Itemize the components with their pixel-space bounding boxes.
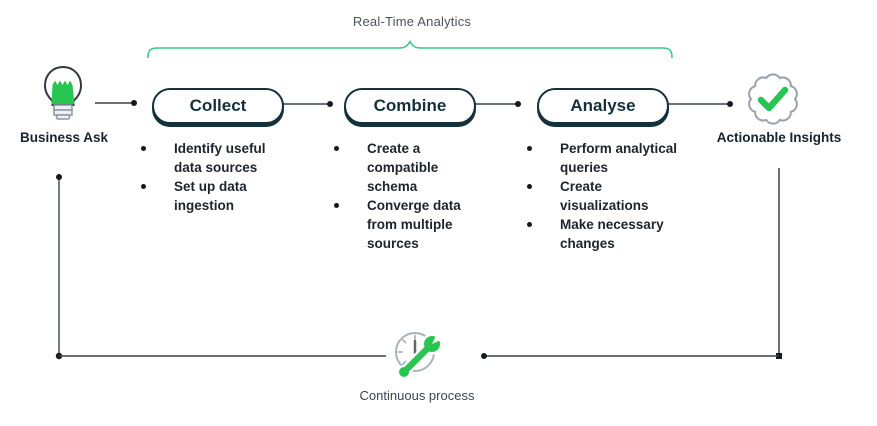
lightbulb-icon xyxy=(43,65,83,120)
verified-badge-icon xyxy=(748,73,798,125)
clock-wrench-icon xyxy=(395,329,447,379)
list-item-text: Create visualizations xyxy=(560,179,649,213)
list-item: Perform analytical queries xyxy=(527,139,692,177)
bullet-dot xyxy=(527,146,532,151)
list-item-text: Identify useful data sources xyxy=(174,141,266,175)
stage-pill-collect: Collect xyxy=(152,88,284,124)
brace xyxy=(147,39,673,59)
stage-pill-analyse: Analyse xyxy=(537,88,669,124)
list-item-text: Perform analytical queries xyxy=(560,141,678,175)
bullet-dot xyxy=(527,222,532,227)
list-item: Make necessary changes xyxy=(527,215,692,253)
continuous-process-label: Continuous process xyxy=(359,388,475,403)
combine-task-list: Create a compatible schema Converge data… xyxy=(334,139,473,253)
list-item-text: Set up data ingestion xyxy=(174,179,247,213)
bullet-dot xyxy=(141,184,146,189)
bullet-dot xyxy=(334,203,339,208)
list-item: Set up data ingestion xyxy=(141,177,286,215)
list-item: Converge data from multiple sources xyxy=(334,196,473,253)
diagram-title: Real-Time Analytics xyxy=(352,14,472,29)
bullet-dot xyxy=(334,146,339,151)
business-ask-label: Business Ask xyxy=(19,130,109,145)
list-item: Create a compatible schema xyxy=(334,139,473,196)
bullet-dot xyxy=(141,146,146,151)
collect-task-list: Identify useful data sources Set up data… xyxy=(141,139,286,215)
analyse-task-list: Perform analytical queries Create visual… xyxy=(527,139,692,253)
list-item: Identify useful data sources xyxy=(141,139,286,177)
actionable-insights-label: Actionable Insights xyxy=(716,130,842,145)
list-item-text: Converge data from multiple sources xyxy=(367,198,461,251)
list-item-text: Create a compatible schema xyxy=(367,141,439,194)
bullet-dot xyxy=(527,184,532,189)
list-item: Create visualizations xyxy=(527,177,692,215)
list-item-text: Make necessary changes xyxy=(560,217,664,251)
stage-pill-combine: Combine xyxy=(344,88,476,124)
